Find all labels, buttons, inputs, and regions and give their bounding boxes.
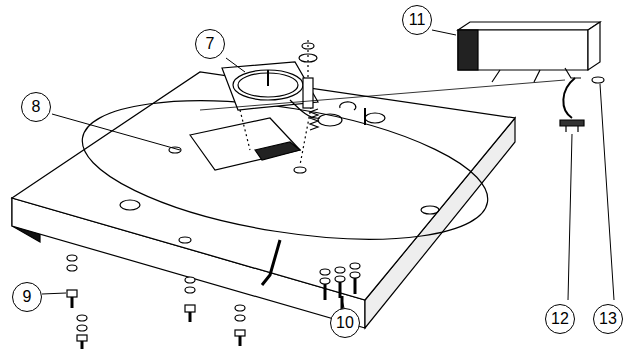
callout-number: 10 bbox=[330, 308, 360, 338]
callout-number: 8 bbox=[21, 92, 51, 122]
plug bbox=[560, 120, 584, 132]
mount-hole bbox=[179, 237, 191, 243]
mount-hole bbox=[318, 114, 342, 126]
washer bbox=[592, 77, 604, 83]
callout-number: 9 bbox=[12, 282, 42, 312]
assembly-axis bbox=[307, 40, 308, 78]
spring bbox=[310, 109, 318, 130]
unit-end bbox=[588, 22, 600, 70]
under-cable bbox=[262, 240, 280, 285]
motor-disc bbox=[233, 70, 303, 100]
cutout-shadow bbox=[255, 142, 300, 160]
unit-tabs bbox=[492, 68, 581, 82]
motor-plate bbox=[222, 62, 318, 110]
unit-shadow bbox=[458, 30, 478, 70]
screw bbox=[364, 108, 366, 125]
underside-screws bbox=[67, 255, 360, 349]
mount-hole bbox=[365, 113, 385, 123]
post bbox=[303, 78, 313, 108]
motor-cutout bbox=[190, 118, 300, 170]
mount-hole bbox=[294, 167, 306, 173]
callout-number: 7 bbox=[195, 29, 225, 59]
clip bbox=[340, 102, 356, 110]
spindle bbox=[267, 70, 269, 86]
unit-top bbox=[458, 22, 600, 30]
plate-leader bbox=[240, 110, 250, 150]
long-wire bbox=[200, 80, 565, 110]
unit-front bbox=[458, 30, 588, 70]
callout-number: 11 bbox=[402, 5, 432, 35]
callout-number: 13 bbox=[593, 304, 623, 334]
motor-wire bbox=[290, 100, 320, 118]
leader-lines bbox=[42, 30, 614, 308]
unit-cable bbox=[563, 78, 575, 118]
mount-hole bbox=[120, 200, 140, 210]
mount-hole bbox=[421, 206, 439, 214]
callout-number: 12 bbox=[545, 304, 575, 334]
